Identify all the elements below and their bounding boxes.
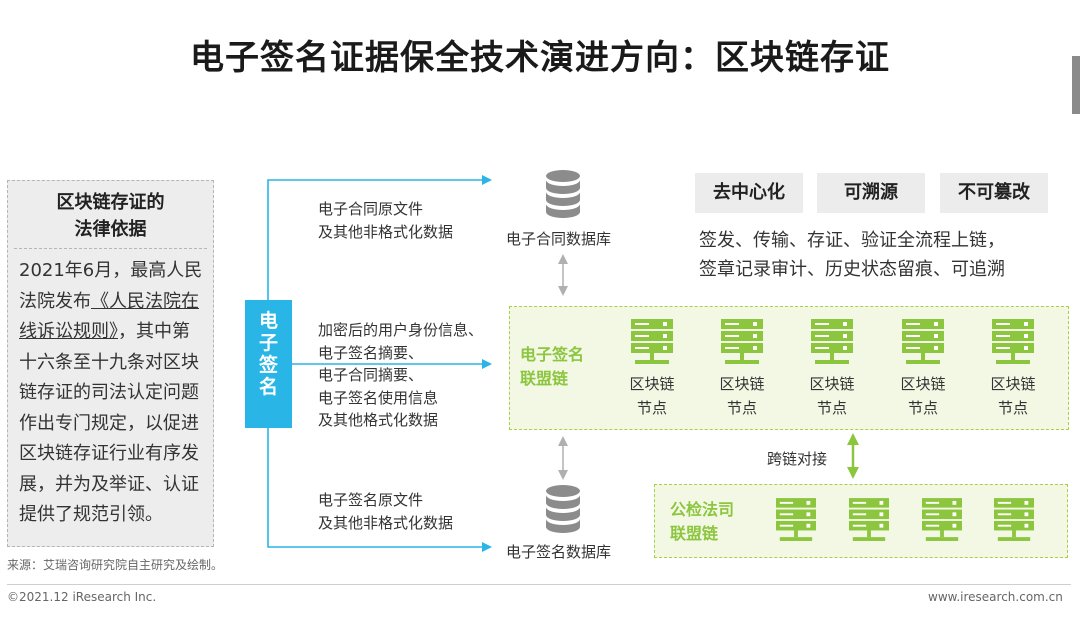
blue-flow-lines — [267, 175, 492, 552]
flow-text-middle-line: 电子签名摘要、 — [318, 343, 424, 362]
blockchain-node — [992, 319, 1034, 369]
footer-divider — [7, 584, 1071, 585]
blockchain-node-label-line2: 节点 — [816, 399, 847, 417]
feature-description-line1: 签发、传输、存证、验证全流程上链， — [699, 230, 1005, 251]
db-contract-label: 电子合同数据库 — [506, 230, 612, 248]
blockchain-node-label: 区块链节点 — [978, 372, 1048, 420]
legal-basis-title-line2: 法律依据 — [74, 219, 147, 240]
flow-arrow-top — [267, 175, 492, 300]
esign-source-label-text: 电子签名 — [258, 310, 278, 398]
legal-basis-text: 2021年6月，最高人民法院发布《人民法院在线诉讼规则》，其中第十六条至十九条对… — [19, 256, 207, 531]
blockchain-node-label: 区块链节点 — [617, 372, 687, 420]
esign-consortium-chain-panel — [509, 306, 1069, 430]
flow-text-top: 电子合同原文件 及其他非格式化数据 — [318, 198, 453, 243]
flow-text-middle-line: 及其他格式化数据 — [318, 411, 439, 429]
flow-text-middle-line: 电子签名使用信息 — [318, 388, 439, 407]
cross-chain-label: 跨链对接 — [767, 450, 828, 468]
blockchain-node-label-line2: 节点 — [636, 399, 667, 417]
blockchain-node — [721, 319, 763, 369]
legal-text-detail: ，其中第十六条至十九条对区块链存证的司法认定问题作出专门规定，以促进区块链存证行… — [19, 321, 199, 525]
blockchain-node — [811, 319, 853, 369]
database-icon — [546, 485, 580, 533]
server-node-icon — [776, 498, 816, 541]
court-consortium-chain-label: 公检法司 联盟链 — [670, 498, 734, 546]
legal-basis-title-line1: 区块链存证的 — [56, 192, 165, 213]
server-node-icon — [902, 319, 944, 364]
flow-text-top-line1: 电子合同原文件 — [318, 200, 424, 218]
esign-source-box — [245, 300, 292, 428]
server-node-icon — [922, 498, 962, 541]
db-signature-label: 电子签名数据库 — [506, 543, 612, 561]
legal-basis-panel — [7, 180, 214, 547]
flow-text-bottom-line1: 电子签名原文件 — [318, 491, 424, 509]
esign-chain-label-line1: 电子签名 — [520, 345, 585, 364]
flow-text-middle-line: 加密后的用户身份信息、 — [318, 321, 484, 339]
server-node-icon — [994, 498, 1034, 541]
legal-basis-divider — [14, 248, 207, 249]
server-node-icon — [849, 498, 889, 541]
blockchain-node-label-line1: 区块链 — [719, 375, 765, 393]
court-chain-node — [994, 498, 1034, 546]
feature-badge-traceable: 可溯源 — [817, 173, 925, 213]
blockchain-node-label-line1: 区块链 — [629, 375, 675, 393]
blockchain-node-label-line1: 区块链 — [990, 375, 1036, 393]
court-chain-node — [922, 498, 962, 546]
blockchain-node-label-line2: 节点 — [726, 399, 757, 417]
title-accent-bar — [1072, 56, 1080, 114]
esign-source-label: 电子签名 — [245, 310, 292, 398]
blockchain-node-label: 区块链节点 — [797, 372, 867, 420]
blockchain-node-label-line2: 节点 — [907, 399, 938, 417]
court-chain-label-line2: 联盟链 — [670, 524, 719, 543]
blockchain-node — [631, 319, 673, 369]
feature-badge-tamper-proof: 不可篡改 — [940, 173, 1048, 213]
legal-text-intro: 2021年6月，最高人民法院发布 — [19, 260, 203, 312]
flow-text-middle: 加密后的用户身份信息、 电子签名摘要、 电子合同摘要、 电子签名使用信息 及其他… — [318, 319, 483, 432]
flow-text-top-line2: 及其他非格式化数据 — [318, 222, 454, 241]
source-note: 来源：艾瑞咨询研究院自主研究及绘制。 — [7, 558, 224, 572]
flow-text-bottom: 电子签名原文件 及其他非格式化数据 — [318, 489, 453, 534]
footer-website: www.iresearch.com.cn — [928, 590, 1063, 604]
blockchain-node-label-line2: 节点 — [997, 399, 1028, 417]
feature-badge-decentralized: 去中心化 — [695, 173, 803, 213]
footer-copyright: ©2021.12 iResearch Inc. — [7, 590, 157, 604]
legal-text-regulation: 《人民法院在线诉讼规则》 — [19, 290, 199, 343]
flow-arrow-bottom — [267, 428, 492, 552]
flow-text-bottom-line2: 及其他非格式化数据 — [318, 513, 454, 532]
server-node-icon — [811, 319, 853, 364]
court-chain-label-line1: 公检法司 — [670, 500, 735, 519]
court-chain-node — [849, 498, 889, 546]
page-title: 电子签名证据保全技术演进方向：区块链存证 — [190, 38, 890, 78]
blockchain-node-label-line1: 区块链 — [809, 375, 855, 393]
flow-text-middle-line: 电子合同摘要、 — [318, 366, 424, 384]
blockchain-node — [902, 319, 944, 369]
court-chain-node — [776, 498, 816, 546]
esign-consortium-chain-label: 电子签名 联盟链 — [520, 343, 584, 391]
legal-basis-title: 区块链存证的 法律依据 — [7, 189, 214, 243]
server-node-icon — [631, 319, 673, 364]
server-node-icon — [721, 319, 763, 364]
server-node-icon — [992, 319, 1034, 364]
feature-description: 签发、传输、存证、验证全流程上链， 签章记录审计、历史状态留痕、可追溯 — [699, 226, 1005, 284]
blockchain-node-label: 区块链节点 — [707, 372, 777, 420]
blockchain-node-label-line1: 区块链 — [900, 375, 946, 393]
feature-description-line2: 签章记录审计、历史状态留痕、可追溯 — [699, 259, 1005, 280]
database-icon — [546, 170, 580, 218]
blockchain-node-label: 区块链节点 — [888, 372, 958, 420]
esign-chain-label-line2: 联盟链 — [520, 369, 569, 388]
